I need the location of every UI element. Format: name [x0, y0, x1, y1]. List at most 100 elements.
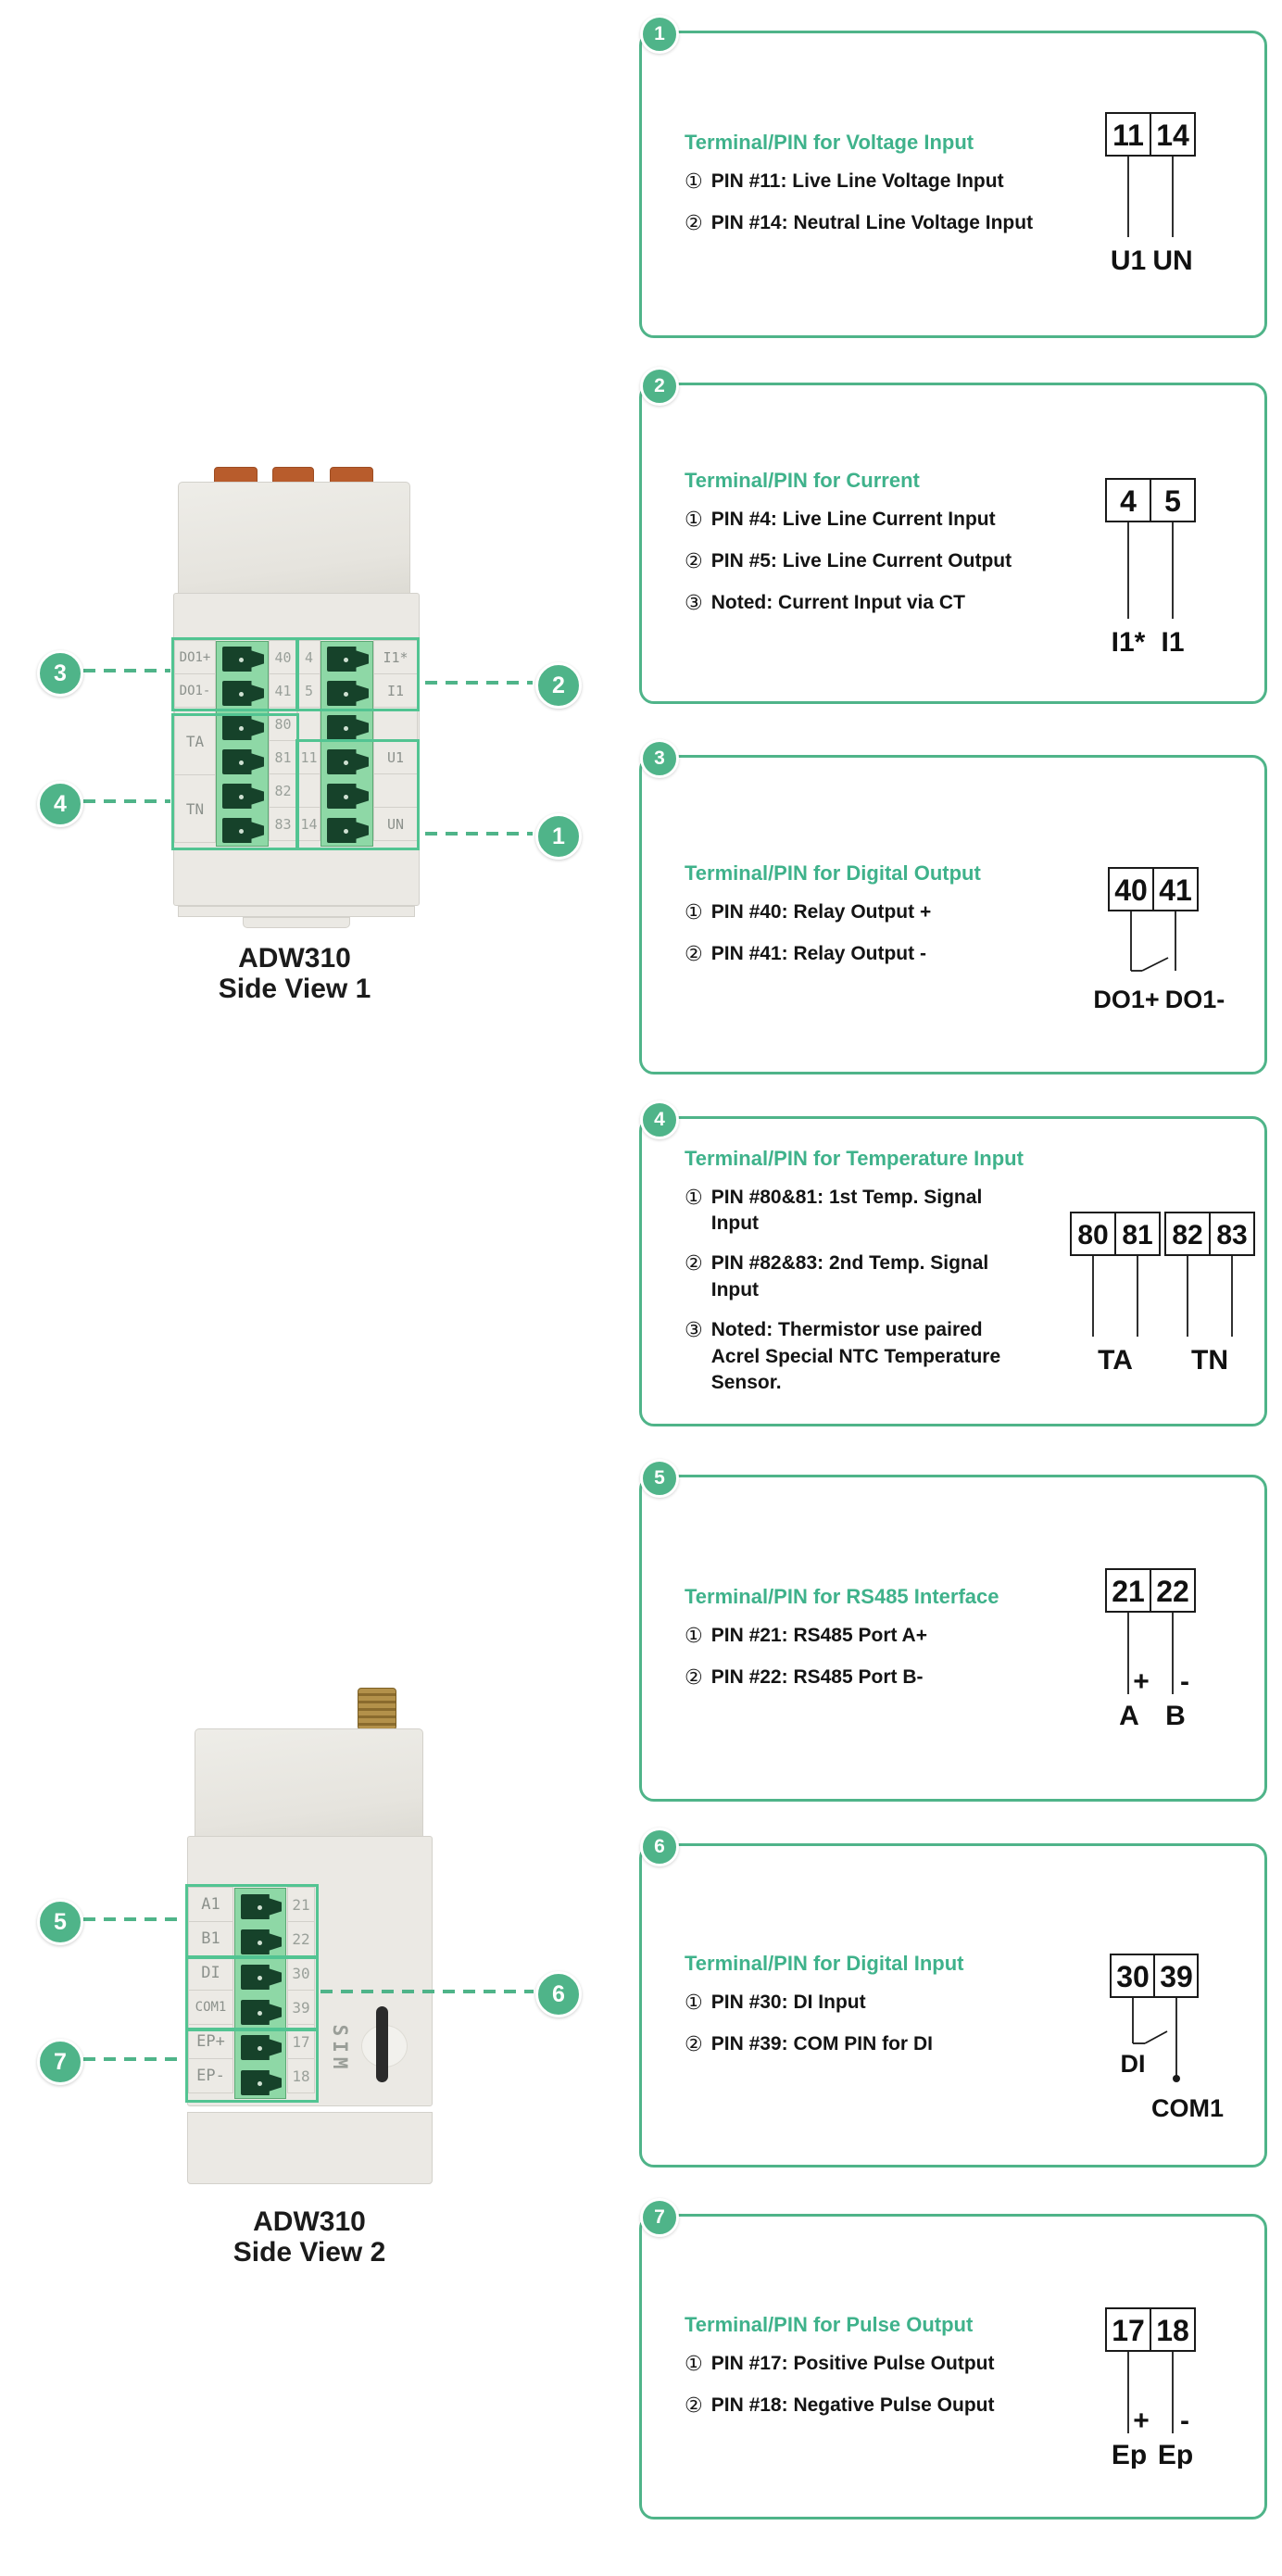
pin-number: 22 — [287, 1921, 315, 1956]
terminal-label: I1 — [373, 673, 418, 708]
highlight-digital-input-group — [185, 1956, 319, 2030]
polarity-sign: + — [1133, 1666, 1150, 1697]
card-title: Terminal/PIN for Digital Output — [685, 861, 981, 885]
pin-description: ② PIN #14: Neutral Line Voltage Input — [685, 210, 1060, 238]
device-foot — [187, 2112, 433, 2184]
antenna-connector — [358, 1688, 396, 1730]
terminal-cell-number: 82 — [1172, 1220, 1202, 1250]
card-temperature-input: 4 Terminal/PIN for Temperature Input ① P… — [639, 1100, 1267, 1426]
card-title: Terminal/PIN for Current — [685, 469, 920, 493]
callout-connector-line — [425, 681, 533, 685]
terminal-number-column-right: 4 5 11 14 — [297, 640, 320, 841]
callout-connector-line — [425, 832, 533, 836]
card-current: 2 Terminal/PIN for Current ① PIN #4: Liv… — [639, 367, 1267, 704]
card-text: Terminal/PIN for Temperature Input ① PIN… — [685, 1119, 1029, 1424]
terminal-number-column-left: 40 41 80 81 82 83 — [269, 640, 297, 841]
pin-description-text: PIN #11: Live Line Voltage Input — [710, 170, 1004, 193]
device-caption: ADW310 Side View 1 — [156, 943, 434, 1004]
pin-number: 82 — [269, 773, 297, 808]
pin-description-text: PIN #80&81: 1st Temp. Signal Input — [710, 1186, 983, 1235]
pin-wire-label: Ep — [1112, 2440, 1147, 2469]
pin-description: ② PIN #41: Relay Output - — [685, 941, 1060, 969]
pin-number: 5 — [297, 673, 320, 708]
pin-wire-label: Ep — [1158, 2440, 1193, 2469]
pin-number: 39 — [287, 1990, 315, 2025]
pin-description: ① PIN #21: RS485 Port A+ — [685, 1623, 1060, 1651]
pin-number: 11 — [297, 740, 320, 774]
callout-2: 2 — [535, 662, 582, 709]
pin-description-text: PIN #30: DI Input — [710, 1992, 866, 2014]
card-title: Terminal/PIN for Digital Input — [685, 1952, 964, 1976]
card-number-badge: 3 — [640, 739, 679, 778]
pin-description-text: PIN #18: Negative Pulse Ouput — [710, 2394, 995, 2416]
card-text: Terminal/PIN for Digital Output ① PIN #4… — [685, 758, 1060, 1072]
callout-6: 6 — [535, 1971, 582, 2017]
terminal-label: COM1 — [188, 1990, 233, 2025]
card-digital-input: 6 Terminal/PIN for Digital Input ① PIN #… — [639, 1828, 1267, 2168]
pin-description: ① PIN #40: Relay Output + — [685, 899, 1060, 927]
pin-number-empty — [297, 707, 320, 741]
terminal-cell-number: 81 — [1122, 1220, 1152, 1250]
pin-description-text: PIN #82&83: 2nd Temp. Signal Input — [710, 1252, 989, 1301]
pin-number: 14 — [297, 807, 320, 841]
pin-wire-label: A — [1119, 1701, 1139, 1729]
terminal-cell-number: 83 — [1216, 1220, 1247, 1250]
callout-1: 1 — [535, 813, 582, 860]
pin-wire-label: I1* — [1112, 627, 1146, 656]
pin-number: 30 — [287, 1955, 315, 1991]
device-foot-tab — [243, 917, 350, 928]
circled-number-icon: ① — [685, 1624, 703, 1648]
pin-description-text: PIN #39: COM PIN for DI — [710, 2033, 933, 2055]
terminal-cell-number: 18 — [1156, 2314, 1189, 2347]
highlight-rs485-group — [185, 1884, 319, 1958]
pin-wire-label: B — [1165, 1701, 1186, 1729]
pin-wire-label: U1 — [1111, 245, 1146, 274]
card-text: Terminal/PIN for Pulse Output ① PIN #17:… — [685, 2217, 1060, 2517]
pin-description: ② PIN #82&83: 2nd Temp. Signal Input — [685, 1250, 1029, 1303]
pin-wire-label: COM1 — [1151, 2094, 1224, 2122]
terminal-cell-number: 14 — [1156, 119, 1189, 152]
card-text: Terminal/PIN for Voltage Input ① PIN #11… — [685, 33, 1060, 335]
highlight-voltage-group — [295, 739, 420, 850]
pin-diagram-pulse: 17 18 + - Ep Ep — [1105, 2307, 1196, 2469]
terminal-cell-number: 22 — [1156, 1575, 1189, 1608]
terminal-label: TN — [174, 774, 216, 843]
terminal-cell-number: 5 — [1164, 484, 1181, 518]
circled-number-icon: ① — [685, 1992, 703, 2016]
pin-wire-label: TN — [1191, 1345, 1228, 1375]
device-upper-housing — [178, 482, 410, 595]
terminal-label-column: A1 B1 DI COM1 EP+ EP- — [188, 1887, 233, 2093]
pin-description-text: PIN #22: RS485 Port B- — [710, 1665, 924, 1688]
pin-description: ② PIN #5: Live Line Current Output — [685, 548, 1060, 576]
pin-description-text: PIN #17: Positive Pulse Output — [710, 2353, 995, 2375]
pin-description: ③ Noted: Current Input via CT — [685, 590, 1060, 618]
terminal-label: B1 — [188, 1921, 233, 1956]
card-title: Terminal/PIN for Temperature Input — [685, 1146, 1024, 1170]
callout-5: 5 — [37, 1899, 83, 1945]
pin-diagram-digital-input: 30 39 DI COM1 — [1110, 1954, 1224, 2122]
pin-number: 40 — [269, 640, 297, 674]
terminal-label-column-right: I1* I1 U1 UN — [373, 640, 418, 841]
pin-diagram-rs485: 21 22 + - A B — [1105, 1568, 1196, 1729]
card-voltage-input: 1 Terminal/PIN for Voltage Input ① PIN #… — [639, 15, 1267, 338]
callout-connector-line — [83, 669, 170, 672]
terminal-cell-number: 40 — [1114, 873, 1148, 907]
callout-4: 4 — [37, 781, 83, 827]
terminal-label: DO1+ — [174, 640, 216, 674]
card-number-badge: 1 — [640, 15, 679, 54]
circled-number-icon: ① — [685, 509, 703, 533]
terminal-cell-number: 41 — [1159, 873, 1192, 907]
terminal-label: DI — [188, 1955, 233, 1991]
terminal-label-column-left: DO1+ DO1- TA TN — [174, 640, 216, 843]
sim-card-slot — [376, 2006, 388, 2082]
circled-number-icon: ③ — [685, 1319, 703, 1343]
terminal-label-empty — [373, 707, 418, 741]
polarity-sign: - — [1180, 2406, 1189, 2436]
terminal-connector — [327, 715, 369, 740]
pin-description-text: PIN #41: Relay Output - — [710, 942, 926, 964]
terminal-label: I1* — [373, 640, 418, 674]
circled-number-icon: ② — [685, 550, 703, 574]
pin-diagram-voltage: 11 14 U1 UN — [1105, 112, 1196, 274]
pin-wire-label: TA — [1098, 1345, 1133, 1375]
device-upper-housing — [195, 1728, 423, 1838]
